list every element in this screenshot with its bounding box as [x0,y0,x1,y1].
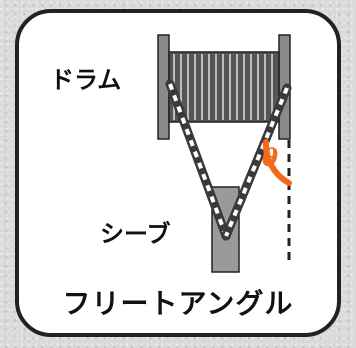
caption-title: フリートアングル [62,287,294,320]
fleet-angle-arc [262,139,292,186]
rope-right [221,83,292,241]
sheave-label: シーブ [100,220,171,248]
rope-left [165,79,231,241]
drum-label: ドラム [50,66,122,94]
drum-grooves [173,54,273,120]
angle-symbol: θ [262,143,279,172]
drum-barrel [168,51,280,123]
